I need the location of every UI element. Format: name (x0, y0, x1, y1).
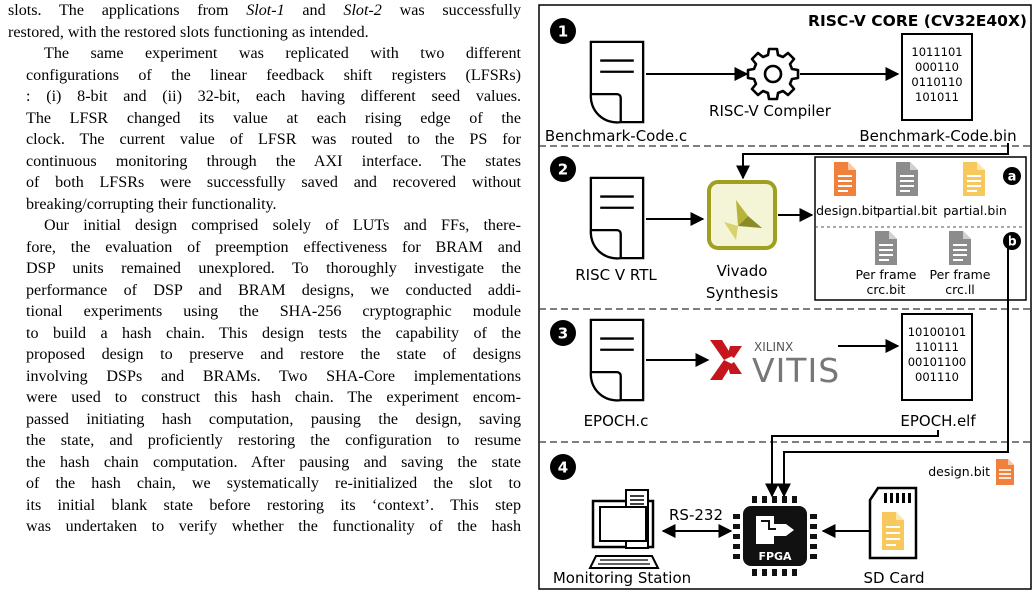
binary-line: 000110 (915, 60, 959, 74)
epoch-binary-label: EPOCH.elf (900, 412, 976, 430)
document-icon (589, 176, 645, 260)
binary-line: 0110110 (911, 75, 962, 89)
binary-line: 110111 (915, 340, 959, 354)
orange-file-icon (996, 459, 1014, 485)
file-label: design.bit (816, 203, 878, 218)
text-line: its initial blank state before restoring… (26, 496, 521, 514)
fpga-chip-icon: FPGA (733, 496, 817, 576)
file-label: Per frame (856, 267, 917, 282)
text-line: were used to construct this hash chain. … (26, 389, 521, 406)
synthesis-label-line1: Vivado (717, 262, 768, 280)
binary-file-icon: 10100101 110111 00101100 001110 (901, 313, 973, 401)
binary-file-icon: 1011101 000110 0110110 101011 (901, 33, 973, 121)
paragraph-1: slots. The applications from Slot-1 and … (8, 0, 521, 43)
text-line: involving DSPs and BRAMs. Two SHA-Core i… (26, 367, 521, 385)
sd-card-label: SD Card (864, 569, 925, 587)
benchmark-source-label: Benchmark-Code.c (545, 127, 687, 145)
section-badge-3: 3 (550, 320, 576, 346)
file-label: Per frame (930, 267, 991, 282)
text-line: Our initial design comprised solely of L… (44, 217, 521, 234)
text-line: breaking/corrupting their functionality. (26, 195, 277, 213)
binary-line: 1011101 (911, 45, 962, 59)
sub-badge-a: a (1003, 167, 1021, 185)
file-label: partial.bin (943, 203, 1007, 218)
rs232-label: RS-232 (669, 506, 723, 524)
text-line: the hash chain computation. After pausin… (26, 453, 521, 471)
section-number: 3 (558, 325, 568, 343)
sd-card-icon (868, 486, 918, 560)
compiler-label: RISC-V Compiler (709, 102, 832, 120)
text-line: was undertaken to verify whether the fun… (26, 518, 521, 535)
benchmark-binary-label: Benchmark-Code.bin (859, 127, 1016, 145)
text-line: The same experiment was replicated with … (44, 45, 521, 62)
design-bit-label: design.bit (928, 464, 990, 479)
text-line: of both LFSRs were successfully saved an… (26, 174, 521, 191)
vitis-label: VITIS (752, 351, 840, 390)
flow-arrow (736, 143, 1009, 180)
figure-epoch-flow: RISC-V CORE (CV32E40X) 1 2 3 4 Benchmark… (538, 4, 1032, 590)
xilinx-logo-icon (710, 340, 742, 380)
text-line: DSP units remained unexplored. To thorou… (26, 260, 521, 277)
fpga-label: FPGA (758, 550, 792, 563)
paper-text-column: slots. The applications from Slot-1 and … (8, 0, 521, 538)
text-line: : (i) 8-bit and (ii) 32-bit, each having… (26, 88, 521, 105)
gray-file-icon (949, 231, 971, 265)
section-number: 1 (558, 23, 568, 41)
file-label: partial.bit (877, 203, 938, 218)
section-badge-4: 4 (550, 454, 576, 480)
text-line: configurations of the linear feedback sh… (26, 66, 521, 84)
text-line: continuous monitoring through the AXI in… (26, 152, 521, 170)
text-line: to build a hash chain. This design tests… (26, 324, 521, 342)
sub-label: a (1008, 170, 1017, 185)
vivado-icon (707, 180, 777, 250)
document-icon (589, 40, 645, 124)
sub-label: b (1007, 235, 1016, 250)
yellow-file-icon (963, 162, 985, 196)
section-number: 2 (558, 161, 568, 179)
epoch-source-label: EPOCH.c (584, 412, 649, 430)
sub-badge-b: b (1003, 232, 1021, 250)
text-line: the state, and proficiently restoring th… (26, 432, 521, 449)
gray-file-icon (875, 231, 897, 265)
text-line: proposed design to preserve and restore … (26, 346, 521, 363)
xilinx-label: XILINX (754, 340, 793, 354)
binary-line: 10100101 (908, 325, 967, 339)
yellow-file-icon (882, 512, 904, 550)
rtl-label: RISC V RTL (575, 266, 657, 284)
section-badge-2: 2 (550, 156, 576, 182)
section-badge-1: 1 (550, 18, 576, 44)
document-icon (589, 318, 645, 402)
text-line: The LFSR changed its value at each risin… (26, 109, 521, 127)
gear-icon (746, 47, 800, 101)
text-line: slots. The applications from Slot-1 and … (8, 2, 521, 19)
binary-line: 001110 (915, 370, 959, 384)
computer-icon (588, 489, 660, 569)
text-line: of the hash chain, we systematically re-… (26, 475, 521, 492)
text-line: passed initiating hash computation, paus… (26, 410, 521, 428)
text-line: clock. The current value of LFSR was rou… (26, 131, 521, 148)
text-line: restored, with the restored slots functi… (8, 23, 369, 41)
monitoring-station-label: Monitoring Station (553, 569, 691, 587)
binary-line: 00101100 (908, 355, 967, 369)
orange-file-icon (834, 162, 856, 196)
paragraph-2: The same experiment was replicated with … (8, 43, 521, 215)
synthesis-label-line2: Synthesis (706, 284, 779, 302)
text-line: tional experiments using the SHA-256 cry… (26, 303, 521, 320)
gray-file-icon (896, 162, 918, 196)
text-line: fore, the evaluation of preemption effec… (26, 238, 521, 256)
section-number: 4 (558, 459, 568, 477)
flow-arrow (765, 430, 939, 498)
file-label: crc.bit (867, 282, 906, 297)
text-line: performance of DSP and BRAM designs, we … (26, 281, 521, 299)
file-label: crc.ll (945, 282, 975, 297)
flow-arrow (777, 234, 1009, 498)
paragraph-3: Our initial design comprised solely of L… (8, 215, 521, 538)
figure-title: RISC-V CORE (CV32E40X) (808, 12, 1027, 30)
binary-line: 101011 (915, 90, 959, 104)
